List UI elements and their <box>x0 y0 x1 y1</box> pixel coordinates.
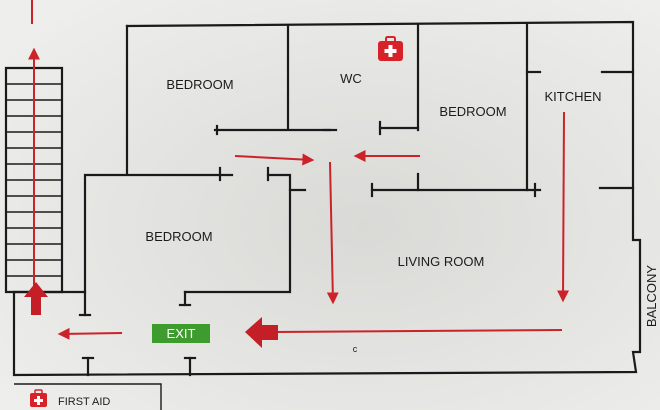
emergency-exit-arrow-icon <box>245 317 278 348</box>
room-label-bedroom-lower-left: BEDROOM <box>145 229 212 244</box>
exit-sign-label: EXIT <box>167 326 196 341</box>
route-arrow-icon <box>234 153 315 166</box>
legend-first-aid-label: FIRST AID <box>58 396 110 408</box>
room-label-wc: WC <box>340 71 362 86</box>
room-label-living-room: LIVING ROOM <box>398 254 485 269</box>
evacuation-routes <box>28 0 570 340</box>
room-label-balcony: BALCONY <box>644 265 659 327</box>
stairs-up-arrow-icon <box>24 282 48 315</box>
legend: FIRST AID <box>14 383 162 410</box>
route-arrow-icon <box>57 327 123 340</box>
room-label-bedroom-top-left: BEDROOM <box>166 77 233 92</box>
route-arrow-icon <box>326 161 339 305</box>
stray-mark: c <box>353 344 358 354</box>
exit-sign: EXIT <box>152 324 210 343</box>
outer-wall <box>12 20 642 377</box>
first-aid-icon <box>378 36 403 61</box>
route-arrow-icon <box>274 329 563 333</box>
room-label-bedroom-right: BEDROOM <box>439 104 506 119</box>
route-arrow-icon <box>557 111 570 303</box>
first-aid-icon <box>30 389 47 407</box>
walls <box>4 20 642 377</box>
room-label-kitchen: KITCHEN <box>544 89 601 104</box>
